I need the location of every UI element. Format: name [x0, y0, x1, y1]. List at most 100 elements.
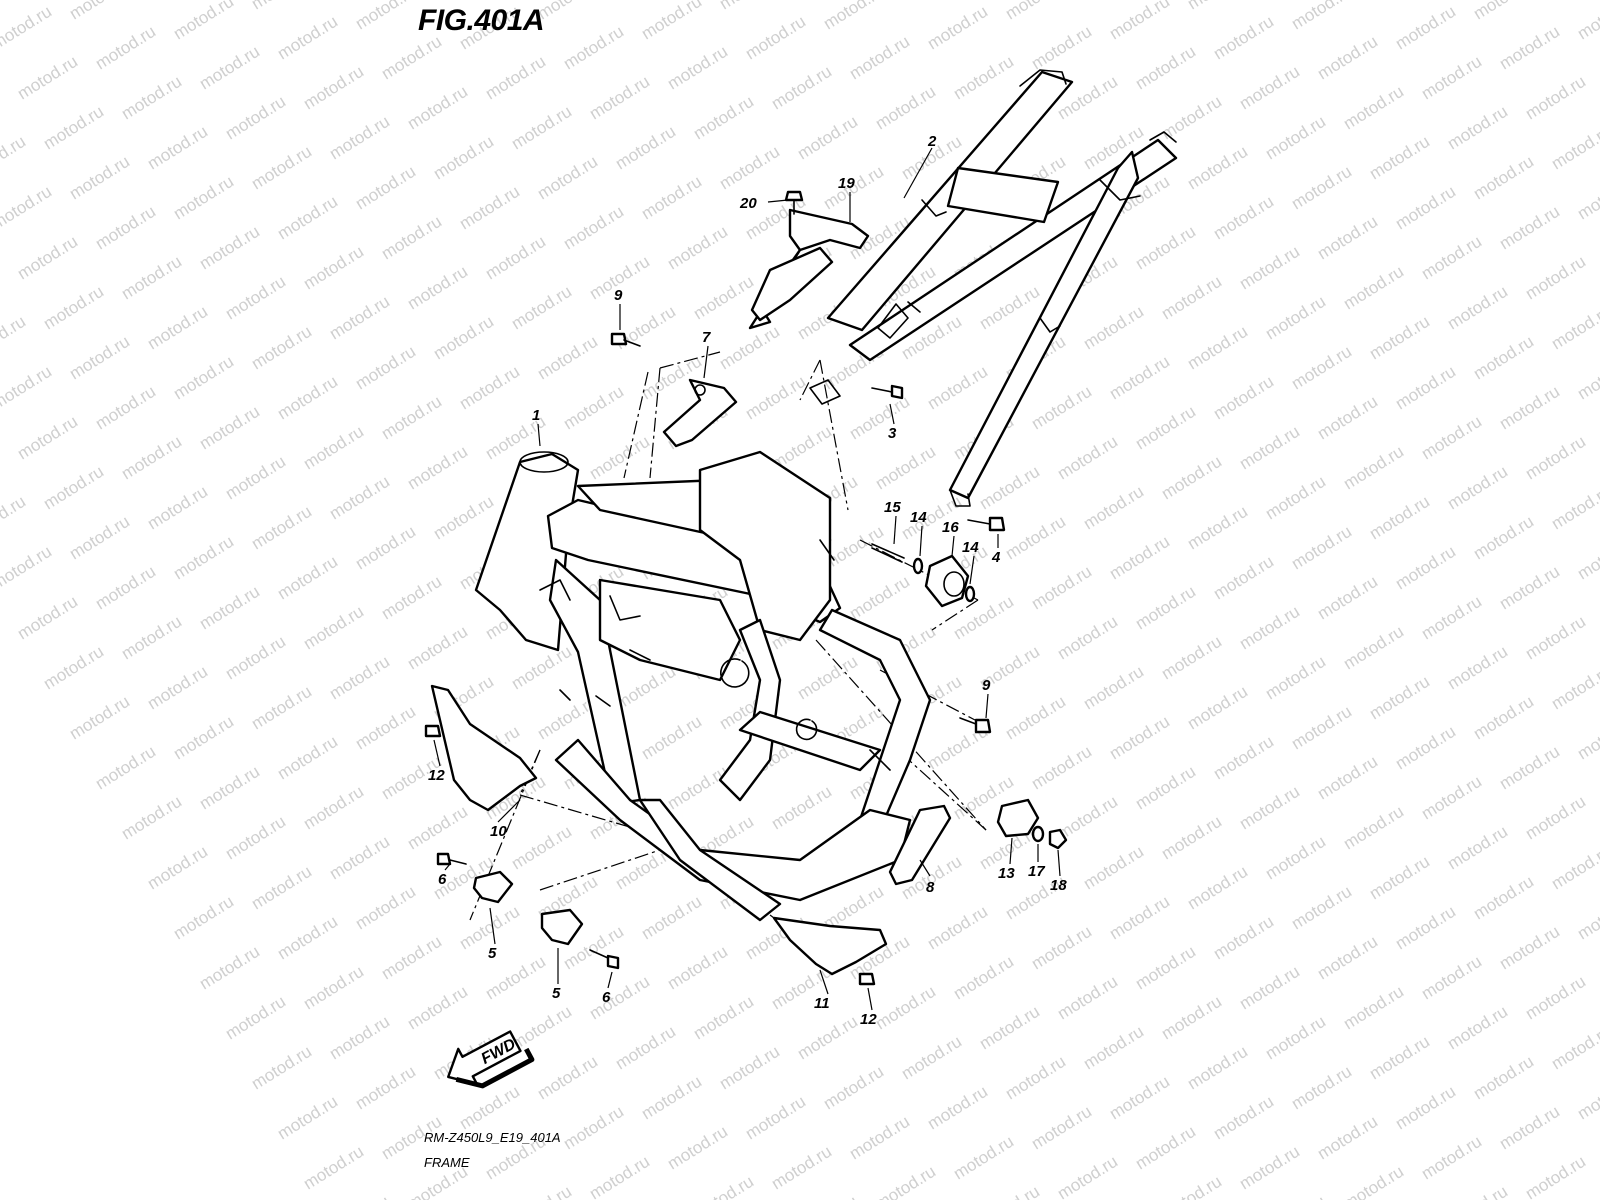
watermark-text: motod.ru: [66, 692, 133, 744]
watermark-text: motod.ru: [1028, 922, 1095, 974]
watermark-text: motod.ru: [1418, 1132, 1485, 1184]
watermark-text: motod.ru: [404, 262, 471, 314]
watermark-text: motod.ru: [274, 552, 341, 604]
watermark-text: motod.ru: [1236, 962, 1303, 1014]
watermark-text: motod.ru: [1366, 852, 1433, 904]
watermark-text: motod.ru: [40, 462, 107, 514]
watermark-text: motod.ru: [1522, 972, 1589, 1024]
watermark-text: motod.ru: [508, 102, 575, 154]
watermark-text: motod.ru: [1288, 162, 1355, 214]
watermark-text: motod.ru: [1158, 812, 1225, 864]
watermark-text: motod.ru: [1210, 552, 1277, 604]
watermark-text: motod.ru: [0, 312, 29, 364]
watermark-text: motod.ru: [92, 22, 159, 74]
watermark-text: motod.ru: [482, 232, 549, 284]
watermark-text: motod.ru: [1288, 882, 1355, 934]
watermark-text: motod.ru: [1184, 682, 1251, 734]
watermark-text: motod.ru: [326, 832, 393, 884]
watermark-text: motod.ru: [326, 472, 393, 524]
watermark-text: motod.ru: [352, 0, 419, 33]
watermark-text: motod.ru: [404, 622, 471, 674]
watermark-text: motod.ru: [612, 302, 679, 354]
watermark-text: motod.ru: [274, 12, 341, 64]
watermark-text: motod.ru: [430, 0, 497, 3]
callout-1: 1: [532, 407, 540, 424]
callout-8: 8: [926, 879, 935, 896]
watermark-text: motod.ru: [638, 712, 705, 764]
watermark-text: motod.ru: [92, 562, 159, 614]
watermark-text: motod.ru: [170, 172, 237, 224]
watermark-text: motod.ru: [352, 162, 419, 214]
main-frame: [474, 450, 932, 922]
watermark-text: motod.ru: [14, 232, 81, 284]
watermark-text: motod.ru: [508, 1182, 575, 1200]
watermark-text: motod.ru: [118, 432, 185, 484]
watermark-text: motod.ru: [170, 892, 237, 944]
watermark-text: motod.ru: [716, 142, 783, 194]
watermark-text: motod.ru: [14, 412, 81, 464]
watermark-text: motod.ru: [768, 782, 835, 834]
watermark-text: motod.ru: [1028, 22, 1095, 74]
watermark-text: motod.ru: [1392, 722, 1459, 774]
watermark-text: motod.ru: [1418, 232, 1485, 284]
watermark-text: motod.ru: [690, 92, 757, 144]
watermark-text: motod.ru: [1470, 0, 1537, 23]
watermark-text: motod.ru: [0, 2, 55, 54]
watermark-text: motod.ru: [300, 242, 367, 294]
watermark-text: motod.ru: [144, 122, 211, 174]
watermark-text: motod.ru: [1106, 1072, 1173, 1124]
watermark-text: motod.ru: [222, 452, 289, 504]
watermark-text: motod.ru: [1262, 1012, 1329, 1064]
watermark-text: motod.ru: [274, 732, 341, 784]
callout-9-upper: 9: [614, 287, 623, 304]
watermark-text: motod.ru: [92, 742, 159, 794]
watermark-text: motod.ru: [1158, 1172, 1225, 1200]
watermark-text: motod.ru: [248, 682, 315, 734]
watermark-text: motod.ru: [1002, 692, 1069, 744]
watermark-text: motod.ru: [248, 862, 315, 914]
watermark-text: motod.ru: [1158, 272, 1225, 324]
watermark-text: motod.ru: [1574, 712, 1600, 764]
watermark-text: motod.ru: [0, 132, 29, 184]
watermark-text: motod.ru: [404, 82, 471, 134]
watermark-text: motod.ru: [1262, 112, 1329, 164]
watermark-text: motod.ru: [1184, 142, 1251, 194]
watermark-text: motod.ru: [274, 372, 341, 424]
watermark-text: motod.ru: [1158, 992, 1225, 1044]
watermark-text: motod.ru: [1106, 892, 1173, 944]
watermark-text: motod.ru: [196, 762, 263, 814]
watermark-text: motod.ru: [1028, 742, 1095, 794]
watermark-text: motod.ru: [716, 1042, 783, 1094]
watermark-text: motod.ru: [1392, 542, 1459, 594]
watermark-text: motod.ru: [118, 252, 185, 304]
watermark-text: motod.ru: [1236, 62, 1303, 114]
watermark-text: motod.ru: [1158, 632, 1225, 684]
callout-13: 13: [998, 865, 1015, 882]
watermark-text: motod.ru: [118, 792, 185, 844]
watermark-text: motod.ru: [352, 882, 419, 934]
watermark-text: motod.ru: [1132, 762, 1199, 814]
figure-title: FIG.401A: [418, 4, 545, 37]
watermark-text: motod.ru: [0, 262, 3, 314]
watermark-text: motod.ru: [1028, 382, 1095, 434]
watermark-text: motod.ru: [1080, 1022, 1147, 1074]
watermark-text: motod.ru: [898, 1032, 965, 1084]
watermark-text: motod.ru: [1470, 152, 1537, 204]
watermark-text: motod.ru: [248, 0, 315, 13]
watermark-text: motod.ru: [1132, 942, 1199, 994]
watermark-text: motod.ru: [430, 492, 497, 544]
watermark-text: motod.ru: [1496, 922, 1563, 974]
watermark-text: motod.ru: [66, 152, 133, 204]
watermark-text: motod.ru: [560, 22, 627, 74]
watermark-text: motod.ru: [690, 1172, 757, 1200]
callout-12-lower: 12: [860, 1011, 877, 1028]
watermark-text: motod.ru: [508, 642, 575, 694]
watermark-text: motod.ru: [664, 942, 731, 994]
callout-2: 2: [927, 133, 937, 150]
watermark-text: motod.ru: [1392, 182, 1459, 234]
watermark-text: motod.ru: [1522, 72, 1589, 124]
watermark-text: motod.ru: [534, 332, 601, 384]
watermark-text: motod.ru: [1392, 1082, 1459, 1134]
watermark-text: motod.ru: [326, 1012, 393, 1064]
watermark-text: motod.ru: [1418, 52, 1485, 104]
